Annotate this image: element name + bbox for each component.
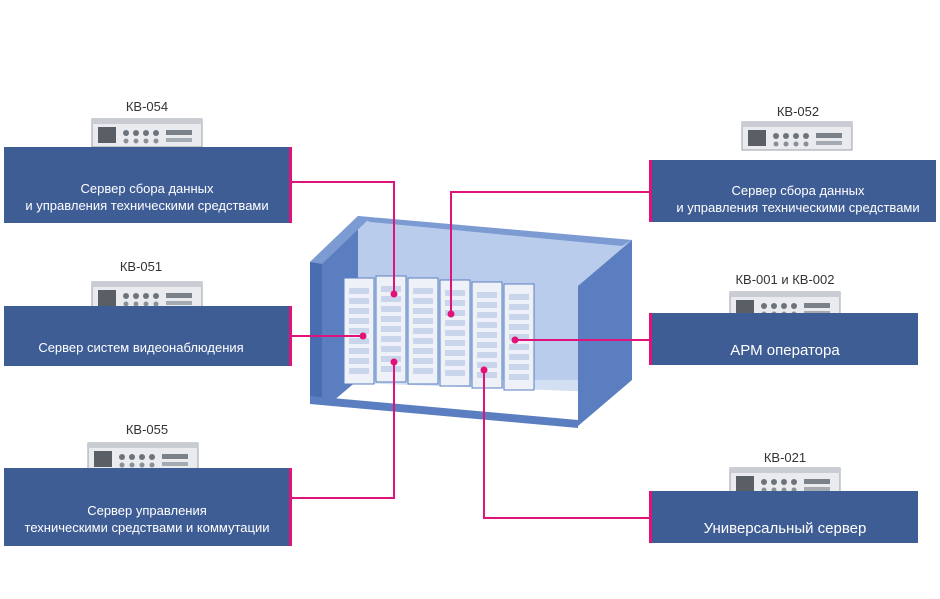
server-label: Сервер сбора данных xyxy=(81,181,214,196)
server-node-kv001-kv002: КВ-001 и КВ-002 АРМ оператора xyxy=(649,272,918,365)
server-label: Сервер систем видеонаблюдения xyxy=(38,340,243,355)
rack xyxy=(375,275,407,383)
server-code: КВ-054 xyxy=(126,99,168,114)
server-label: Сервер управления xyxy=(87,503,207,518)
server-box-accent xyxy=(289,468,292,546)
server-label: и управления техническими средствами xyxy=(676,200,919,215)
server-code: КВ-055 xyxy=(126,422,168,437)
server-device-image xyxy=(91,281,203,311)
room-top-left xyxy=(310,216,370,264)
server-label: и управления техническими средствами xyxy=(25,198,268,213)
room-front-beam xyxy=(310,396,578,428)
server-code: КВ-052 xyxy=(777,104,819,119)
room-right-wall xyxy=(578,240,632,426)
server-room xyxy=(310,216,632,428)
server-box xyxy=(652,160,936,222)
server-label: Сервер сбора данных xyxy=(732,183,865,198)
server-box xyxy=(4,147,289,223)
room-top-back xyxy=(358,216,632,246)
connector-line xyxy=(292,362,395,499)
connection-dot xyxy=(390,290,398,298)
rack xyxy=(343,277,375,385)
server-box xyxy=(652,491,918,543)
server-box xyxy=(4,468,289,546)
connector-line xyxy=(450,191,652,314)
server-box xyxy=(652,313,918,365)
connection-dot xyxy=(390,358,398,366)
rack xyxy=(503,283,535,391)
rack xyxy=(471,281,503,389)
server-code: КВ-051 xyxy=(120,259,162,274)
server-label: техническими средствами и коммутации xyxy=(25,520,270,535)
server-box-accent xyxy=(649,160,652,222)
server-box-accent xyxy=(649,313,652,365)
connection-dot xyxy=(359,332,367,340)
server-label: Универсальный сервер xyxy=(704,520,867,537)
rack xyxy=(439,279,471,387)
rack xyxy=(407,277,439,385)
server-box-accent xyxy=(289,306,292,366)
server-device-image xyxy=(91,118,203,148)
server-box-accent xyxy=(289,147,292,223)
connection-dot xyxy=(511,336,519,344)
connector-line xyxy=(483,370,652,519)
server-node-kv021: КВ-021 Универсальный сервер xyxy=(649,450,918,543)
server-code: КВ-001 и КВ-002 xyxy=(735,272,834,287)
server-box-accent xyxy=(649,491,652,543)
server-node-kv054: КВ-054 Сервер сбора данных и управления … xyxy=(4,99,292,223)
connection-points xyxy=(359,290,519,374)
server-code: КВ-021 xyxy=(764,450,806,465)
connectors xyxy=(292,181,652,519)
server-node-kv055: КВ-055 Сервер управления техническими ср… xyxy=(4,422,292,546)
room-front-left-post xyxy=(310,262,322,402)
server-node-kv051: КВ-051 Сервер систем видеонаблюдения xyxy=(4,259,292,366)
connection-dot xyxy=(447,310,455,318)
connection-dot xyxy=(480,366,488,374)
connector-line xyxy=(292,181,395,294)
server-device-image xyxy=(741,121,853,151)
server-box xyxy=(4,306,289,366)
server-node-kv052: КВ-052 Сервер сбора данных и управления … xyxy=(649,104,936,222)
server-device-image xyxy=(87,442,199,472)
server-label: АРМ оператора xyxy=(730,342,840,359)
rack-row xyxy=(343,275,535,391)
